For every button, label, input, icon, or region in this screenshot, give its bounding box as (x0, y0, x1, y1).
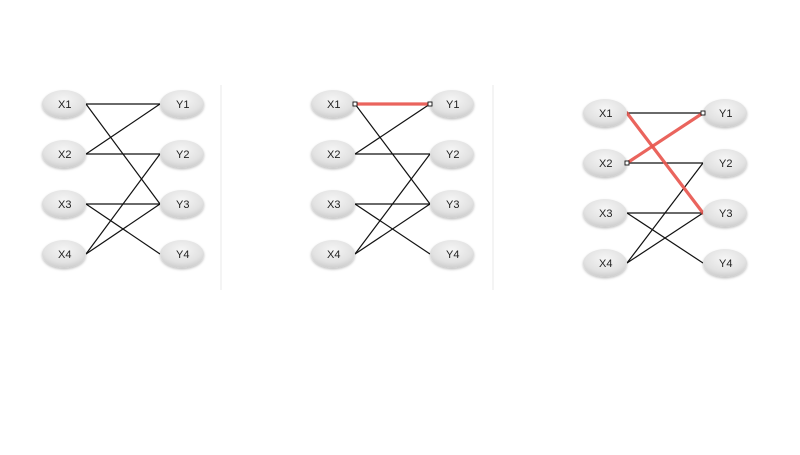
edge-x4-y3 (626, 212, 704, 264)
endpoint-marker-x2 (624, 160, 630, 166)
node-ellipse (42, 190, 86, 218)
node-ellipse (703, 249, 747, 277)
node-label: X2 (327, 149, 340, 161)
matched-edge-x2-y1 (625, 111, 705, 165)
node-y3: Y3 (703, 199, 747, 227)
node-label: X4 (58, 249, 71, 261)
node-label: Y4 (446, 249, 459, 261)
node-label: X4 (599, 258, 612, 270)
node-ellipse (430, 90, 474, 118)
node-ellipse (311, 240, 355, 268)
node-ellipse (430, 190, 474, 218)
node-label: Y4 (719, 258, 732, 270)
node-y1: Y1 (160, 90, 204, 118)
node-label: X2 (599, 158, 612, 170)
node-ellipse (42, 140, 86, 168)
edge-x4-y2 (626, 162, 704, 264)
endpoint-marker-x1 (352, 101, 358, 107)
node-y2: Y2 (703, 149, 747, 177)
node-y4: Y4 (703, 249, 747, 277)
endpoint-marker-y1 (427, 101, 433, 107)
node-x2: X2 (42, 140, 86, 168)
node-y2: Y2 (160, 140, 204, 168)
node-label: Y3 (446, 199, 459, 211)
node-label: X1 (58, 99, 71, 111)
node-x4: X4 (311, 240, 355, 268)
node-ellipse (583, 249, 627, 277)
node-label: Y2 (719, 158, 732, 170)
node-ellipse (160, 90, 204, 118)
node-ellipse (311, 140, 355, 168)
edge-x2-y1 (85, 103, 161, 155)
node-ellipse (160, 140, 204, 168)
node-label: X1 (327, 99, 340, 111)
node-x4: X4 (583, 249, 627, 277)
node-ellipse (311, 190, 355, 218)
node-label: X1 (599, 108, 612, 120)
node-label: X3 (327, 199, 340, 211)
edge-x4-y2 (85, 153, 161, 255)
node-y1: Y1 (703, 99, 747, 127)
node-ellipse (160, 190, 204, 218)
node-y1: Y1 (430, 90, 474, 118)
node-ellipse (311, 90, 355, 118)
node-x3: X3 (311, 190, 355, 218)
node-y3: Y3 (430, 190, 474, 218)
node-label: Y1 (446, 99, 459, 111)
node-x3: X3 (583, 199, 627, 227)
node-y2: Y2 (430, 140, 474, 168)
node-label: Y2 (176, 149, 189, 161)
node-ellipse (583, 149, 627, 177)
node-x2: X2 (311, 140, 355, 168)
node-y4: Y4 (160, 240, 204, 268)
node-x2: X2 (583, 149, 627, 177)
node-y3: Y3 (160, 190, 204, 218)
node-x1: X1 (42, 90, 86, 118)
edge-x2-y1 (354, 103, 431, 155)
node-ellipse (160, 240, 204, 268)
node-label: Y2 (446, 149, 459, 161)
node-x1: X1 (311, 90, 355, 118)
node-label: Y1 (176, 99, 189, 111)
node-x3: X3 (42, 190, 86, 218)
node-ellipse (430, 140, 474, 168)
node-label: Y1 (719, 108, 732, 120)
node-ellipse (703, 149, 747, 177)
matched-edge-x1-y3 (625, 111, 705, 215)
node-label: X3 (58, 199, 71, 211)
edge-x4-y3 (354, 203, 431, 255)
node-x4: X4 (42, 240, 86, 268)
node-ellipse (42, 90, 86, 118)
node-label: X4 (327, 249, 340, 261)
node-ellipse (703, 99, 747, 127)
node-y4: Y4 (430, 240, 474, 268)
edge-x4-y2 (354, 153, 431, 255)
node-label: Y4 (176, 249, 189, 261)
node-ellipse (583, 99, 627, 127)
node-x1: X1 (583, 99, 627, 127)
edge-x4-y3 (85, 203, 161, 255)
node-label: Y3 (176, 199, 189, 211)
node-label: X3 (599, 208, 612, 220)
node-ellipse (583, 199, 627, 227)
endpoint-marker-y1 (700, 110, 706, 116)
node-ellipse (703, 199, 747, 227)
node-ellipse (42, 240, 86, 268)
node-label: Y3 (719, 208, 732, 220)
node-label: X2 (58, 149, 71, 161)
node-ellipse (430, 240, 474, 268)
